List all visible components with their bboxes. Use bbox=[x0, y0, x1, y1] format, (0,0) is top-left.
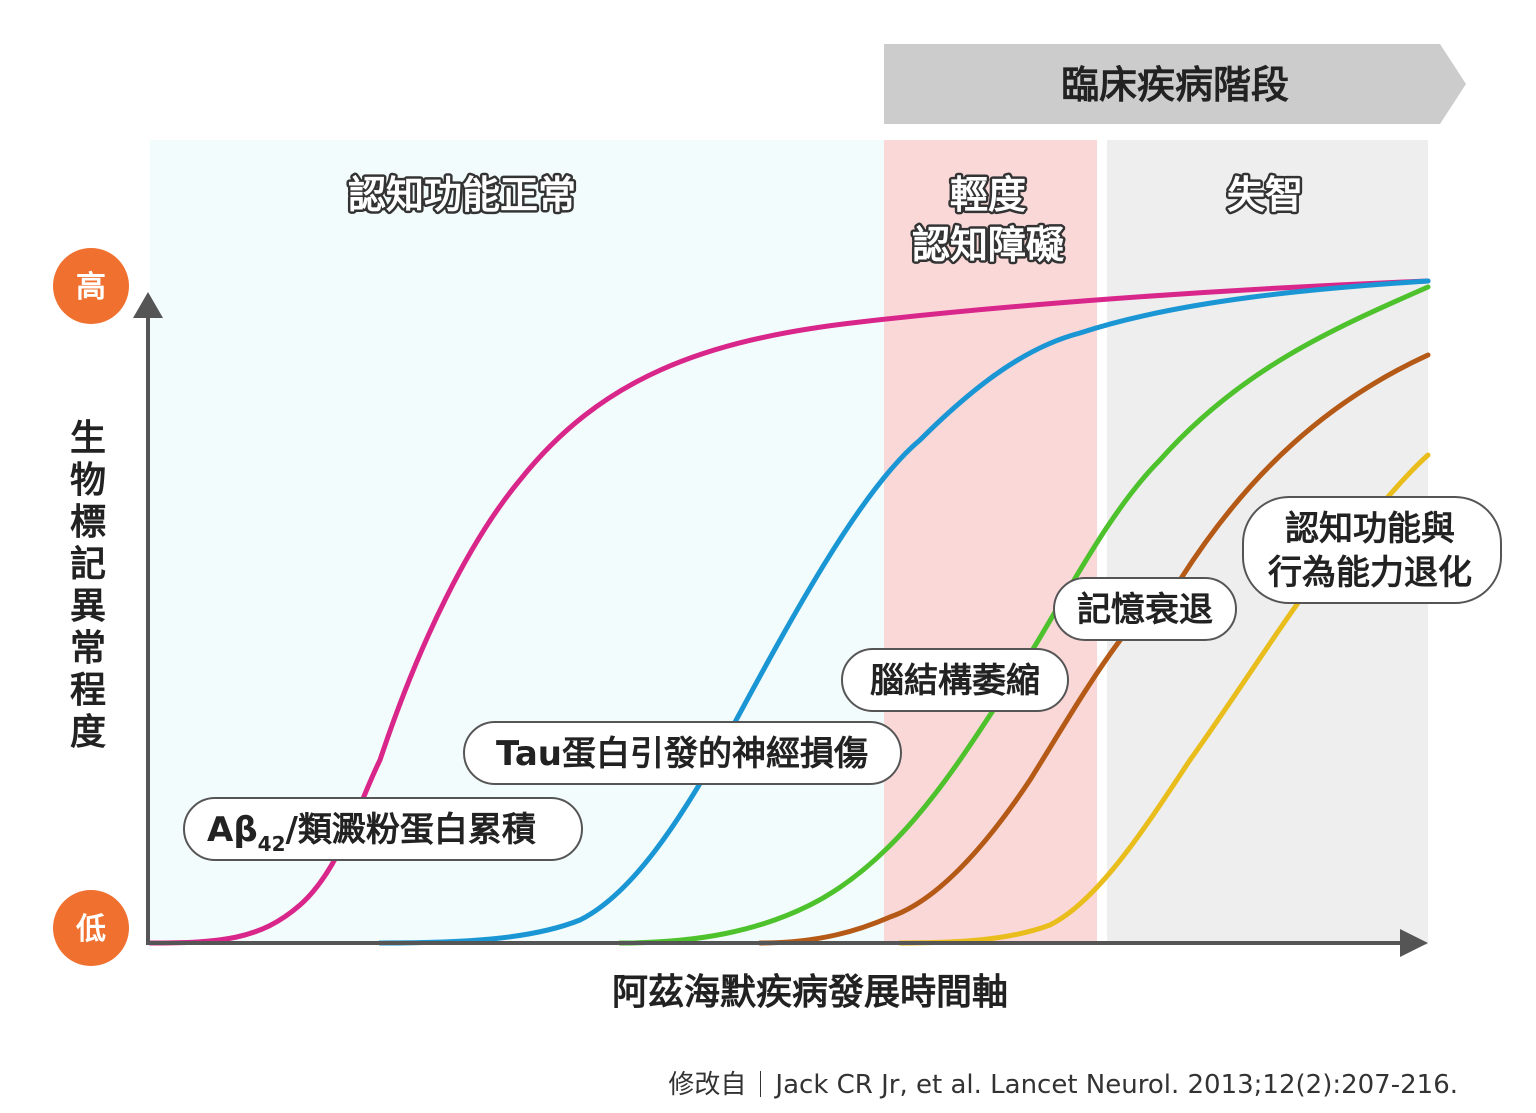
y-low-label: 低 bbox=[75, 912, 106, 947]
zone-title-dementia: 失智 bbox=[1227, 173, 1303, 217]
source-credit: 修改自 Jack CR Jr, et al. Lancet Neurol. 201… bbox=[668, 1064, 1458, 1101]
y-axis-title-char: 常 bbox=[70, 628, 106, 669]
label-cognition-line1: 認知功能與 bbox=[1285, 509, 1455, 549]
zone-title-mci-line1: 輕度 bbox=[950, 173, 1026, 217]
y-high-badge bbox=[53, 248, 129, 324]
y-axis-title-char: 異 bbox=[70, 586, 106, 627]
curve-series-2 bbox=[377, 278, 1431, 946]
clinical-stage-banner bbox=[884, 44, 1466, 124]
credit-separator bbox=[760, 1071, 762, 1097]
label-amyloid-rest: /類澱粉蛋白累積 bbox=[286, 810, 536, 850]
label-brain-atrophy-text: 腦結構萎縮 bbox=[870, 661, 1040, 701]
x-axis-arrow bbox=[1400, 929, 1428, 957]
credit-prefix: 修改自 bbox=[668, 1070, 747, 1100]
label-amyloid-main: Aβ bbox=[207, 810, 258, 850]
label-tau-text: Tau蛋白引發的神經損傷 bbox=[496, 734, 868, 774]
curve-series-1 bbox=[147, 278, 1431, 946]
label-cognition: 認知功能與 行為能力退化 bbox=[1242, 496, 1502, 604]
y-axis-title-char: 物 bbox=[70, 460, 106, 501]
y-axis-title-char: 記 bbox=[70, 544, 106, 585]
y-low-badge bbox=[53, 890, 129, 966]
banner-label: 臨床疾病階段 bbox=[1061, 63, 1289, 107]
zone-title-mci-line2: 認知障礙 bbox=[912, 223, 1064, 267]
credit-text: Jack CR Jr, et al. Lancet Neurol. 2013;1… bbox=[775, 1070, 1458, 1100]
curve-series-4 bbox=[757, 352, 1431, 946]
x-axis-title: 阿茲海默疾病發展時間軸 bbox=[612, 972, 1008, 1013]
y-axis-title-char: 生 bbox=[70, 418, 106, 459]
label-cognition-line2: 行為能力退化 bbox=[1268, 553, 1472, 593]
y-axis-arrow bbox=[133, 292, 163, 318]
y-high-label: 高 bbox=[76, 270, 106, 305]
zone-title-normal: 認知功能正常 bbox=[348, 173, 576, 217]
label-memory: 記憶衰退 bbox=[1053, 577, 1237, 641]
label-amyloid: Aβ42/類澱粉蛋白累積 bbox=[183, 797, 583, 861]
label-amyloid-sub: 42 bbox=[258, 832, 286, 856]
label-brain-atrophy: 腦結構萎縮 bbox=[841, 648, 1069, 712]
y-axis-title-char: 度 bbox=[70, 712, 106, 753]
svg-text:Aβ42/類澱粉蛋白累積: Aβ42/類澱粉蛋白累積 bbox=[207, 810, 536, 856]
label-tau: Tau蛋白引發的神經損傷 bbox=[463, 721, 902, 785]
y-axis-title-char: 程 bbox=[70, 670, 106, 711]
y-axis-title-char: 標 bbox=[70, 502, 106, 543]
label-memory-text: 記憶衰退 bbox=[1077, 590, 1213, 630]
